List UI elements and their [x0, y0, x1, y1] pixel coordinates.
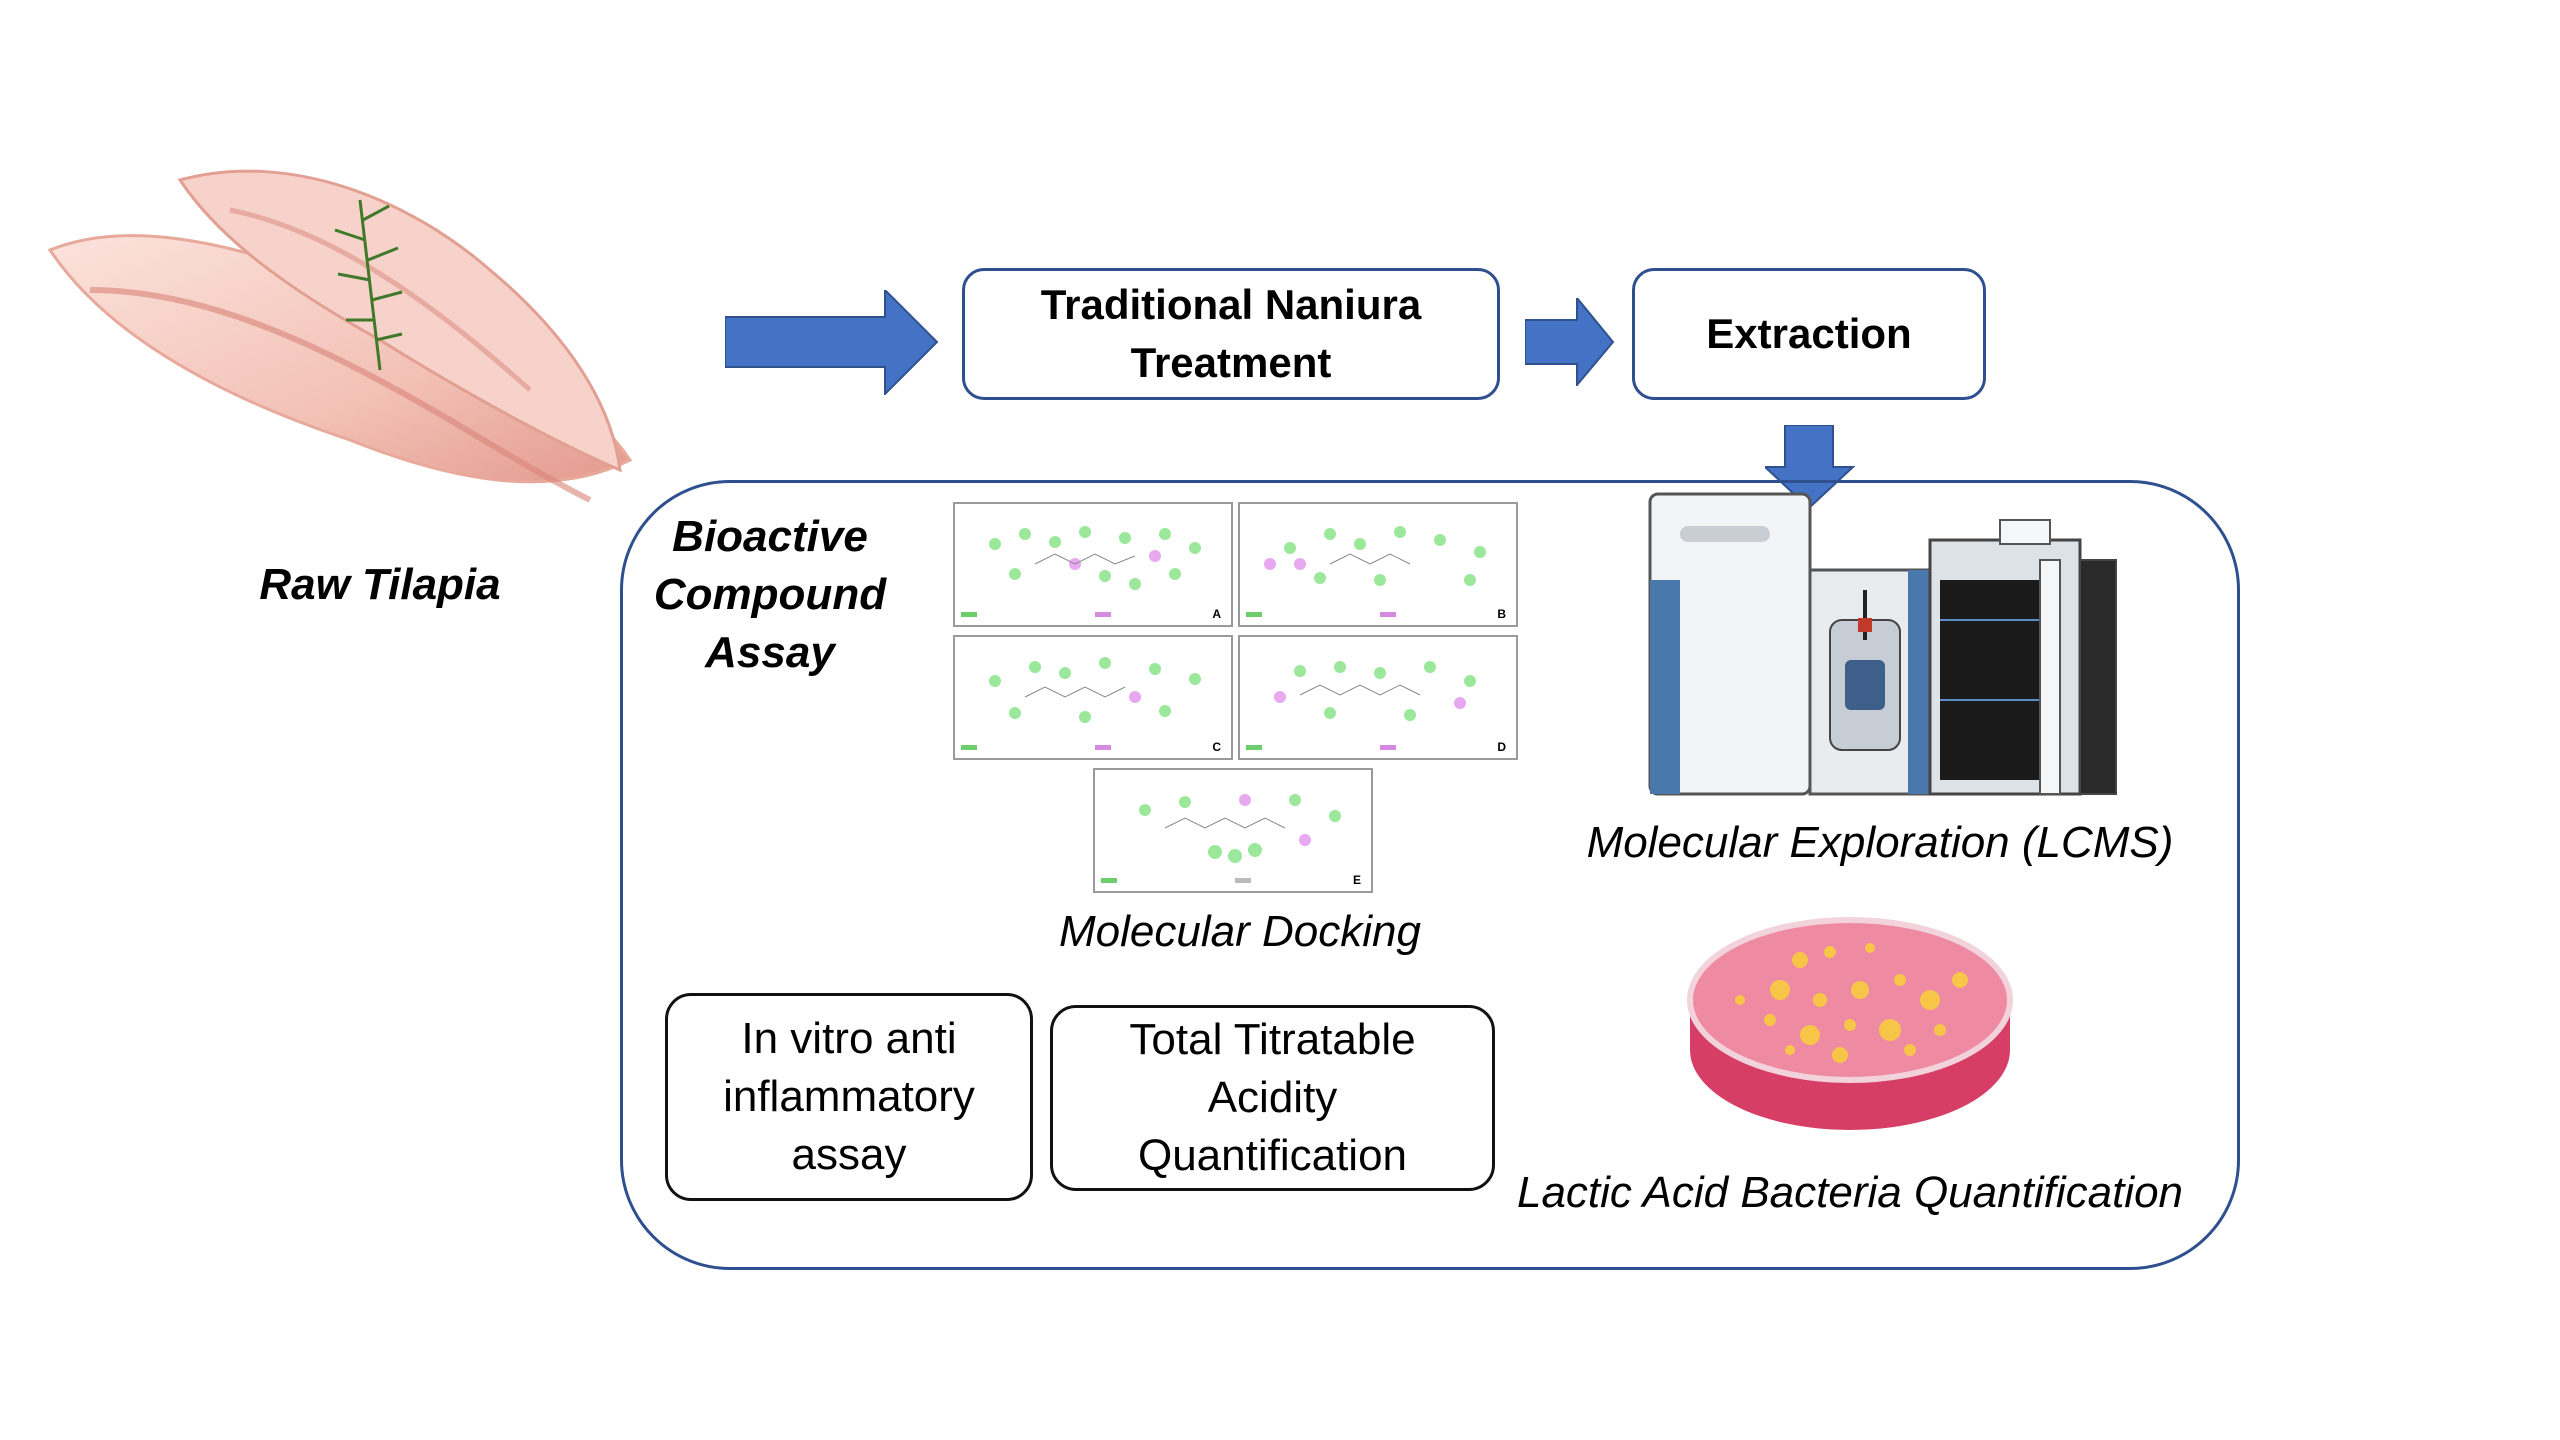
lcms-instrument-icon — [1648, 492, 2117, 796]
naniura-treatment-box: Traditional Naniura Treatment — [962, 268, 1500, 400]
docking-panel-image: C — [953, 635, 1233, 760]
docking-panel-image: D — [1238, 635, 1518, 760]
assay-frame — [620, 480, 2240, 1270]
extraction-box: Extraction — [1632, 268, 1986, 400]
tta-label: Total Titratable Acidity Quantification — [1129, 1015, 1416, 1180]
docking-panel-image: E — [1093, 768, 1373, 893]
panel-tag: A — [1212, 607, 1221, 621]
arrow-right-icon — [1525, 298, 1615, 386]
fish-fillet-image — [47, 169, 633, 503]
naniura-treatment-label: Traditional Naniura Treatment — [1040, 281, 1422, 386]
panel-tag: C — [1212, 740, 1221, 754]
petri-dish-icon — [1687, 917, 2013, 1130]
panel-tag: E — [1352, 873, 1361, 887]
docking-panel-image: A — [953, 502, 1233, 627]
panel-tag: D — [1497, 740, 1506, 754]
tta-box: Total Titratable Acidity Quantification — [1050, 1005, 1495, 1191]
anti-inflammatory-box: In vitro anti inflammatory assay — [665, 993, 1033, 1201]
docking-panel-image: B — [1238, 502, 1518, 627]
molecular-docking-label: Molecular Docking — [1059, 907, 1421, 956]
extraction-label: Extraction — [1706, 310, 1912, 357]
lcms-label: Molecular Exploration (LCMS) — [1586, 818, 2174, 867]
anti-inflammatory-label: In vitro anti inflammatory assay — [723, 1014, 975, 1179]
raw-tilapia-label: Raw Tilapia — [259, 560, 501, 609]
panel-tag: B — [1497, 607, 1506, 621]
assay-title: Bioactive Compound Assay — [653, 512, 887, 677]
arrow-right-icon — [725, 290, 939, 395]
lab-label: Lactic Acid Bacteria Quantification — [1516, 1168, 2184, 1217]
arrow-down-icon — [1765, 425, 1855, 510]
